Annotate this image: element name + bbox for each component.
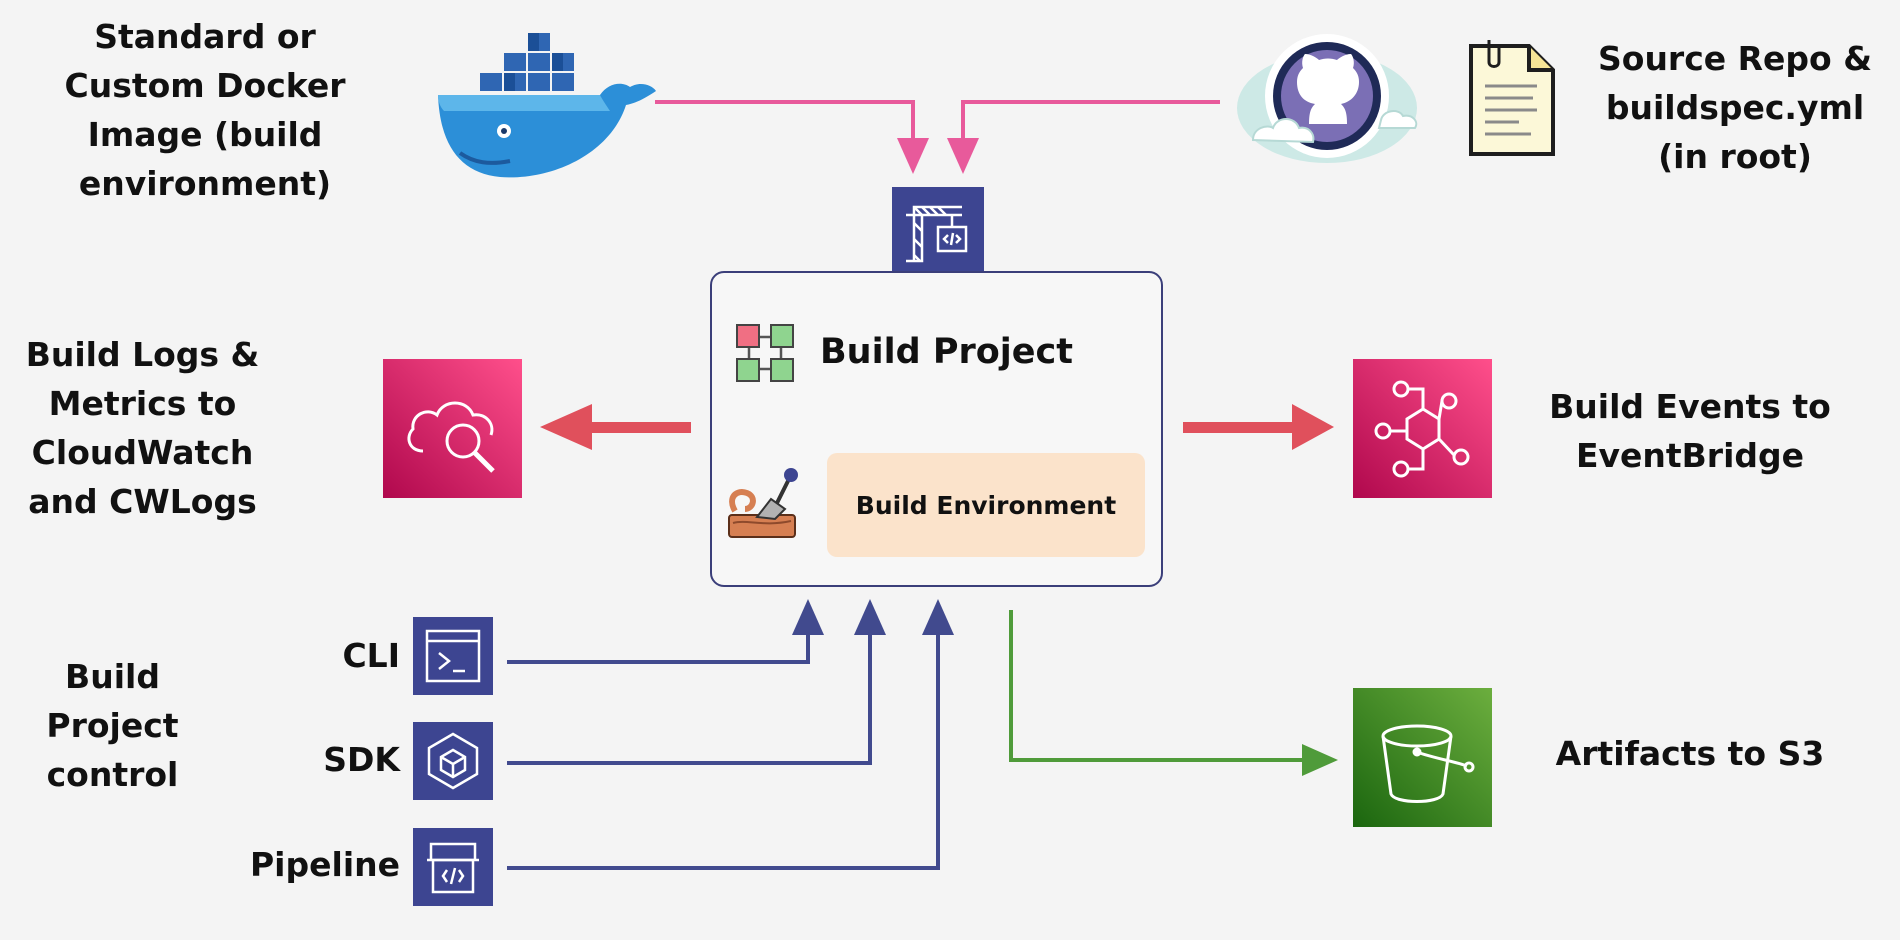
docker-image-label: Standard or Custom Docker Image (build e… [60, 12, 350, 208]
project-nodes-icon [735, 323, 795, 383]
build-project-control-label: Build Project control [30, 652, 195, 799]
control-label-line: Project [46, 706, 179, 745]
eventbridge-icon [1353, 359, 1492, 498]
docker-to-build-arrow [655, 100, 929, 174]
docker-label-line: Image (build [87, 115, 323, 154]
cube-icon [413, 722, 493, 800]
terminal-icon [413, 617, 493, 695]
sdk-to-build-arrow [507, 599, 886, 765]
docker-whale-icon [430, 25, 660, 185]
document-icon [1465, 38, 1559, 162]
build-events-label: Build Events to EventBridge [1540, 382, 1840, 480]
cli-label: CLI [342, 636, 400, 675]
pipeline-to-build-arrow [507, 599, 954, 870]
s3-bucket-icon [1353, 688, 1492, 827]
build-to-s3-arrow [1009, 610, 1338, 776]
github-octocat-icon [1233, 12, 1421, 180]
source-repo-label: Source Repo & buildspec.yml (in root) [1590, 34, 1880, 181]
logs-label-line: Build Logs & [25, 335, 260, 374]
source-label-line: Source Repo & [1598, 39, 1872, 78]
docker-label-line: Custom Docker [64, 66, 346, 105]
codebuild-crane-icon [892, 187, 984, 279]
sdk-label: SDK [323, 740, 400, 779]
build-environment-box: Build Environment [827, 453, 1145, 557]
pipeline-label: Pipeline [250, 845, 400, 884]
source-label-line: buildspec.yml [1605, 88, 1865, 127]
build-logs-label: Build Logs & Metrics to CloudWatch and C… [15, 330, 270, 526]
source-label-line: (in root) [1658, 137, 1812, 176]
events-label-line: EventBridge [1575, 436, 1805, 475]
artifacts-label: Artifacts to S3 [1555, 734, 1825, 773]
cloudwatch-icon [383, 359, 522, 498]
source-to-build-arrow [947, 100, 1220, 174]
build-project-title: Build Project [820, 332, 1073, 372]
docker-label-line: Standard or [94, 17, 316, 56]
build-to-logs-arrow [540, 404, 691, 450]
pipeline-icon [413, 828, 493, 906]
build-to-events-arrow [1183, 404, 1334, 450]
logs-label-line: CloudWatch [31, 433, 254, 472]
docker-label-line: environment) [78, 164, 332, 203]
logs-label-line: Metrics to [48, 384, 237, 423]
logs-label-line: and CWLogs [28, 482, 257, 521]
wood-plane-icon [727, 465, 799, 541]
control-label-line: Build [65, 657, 160, 696]
cli-to-build-arrow [507, 599, 824, 664]
events-label-line: Build Events to [1549, 387, 1831, 426]
control-label-line: control [46, 755, 179, 794]
